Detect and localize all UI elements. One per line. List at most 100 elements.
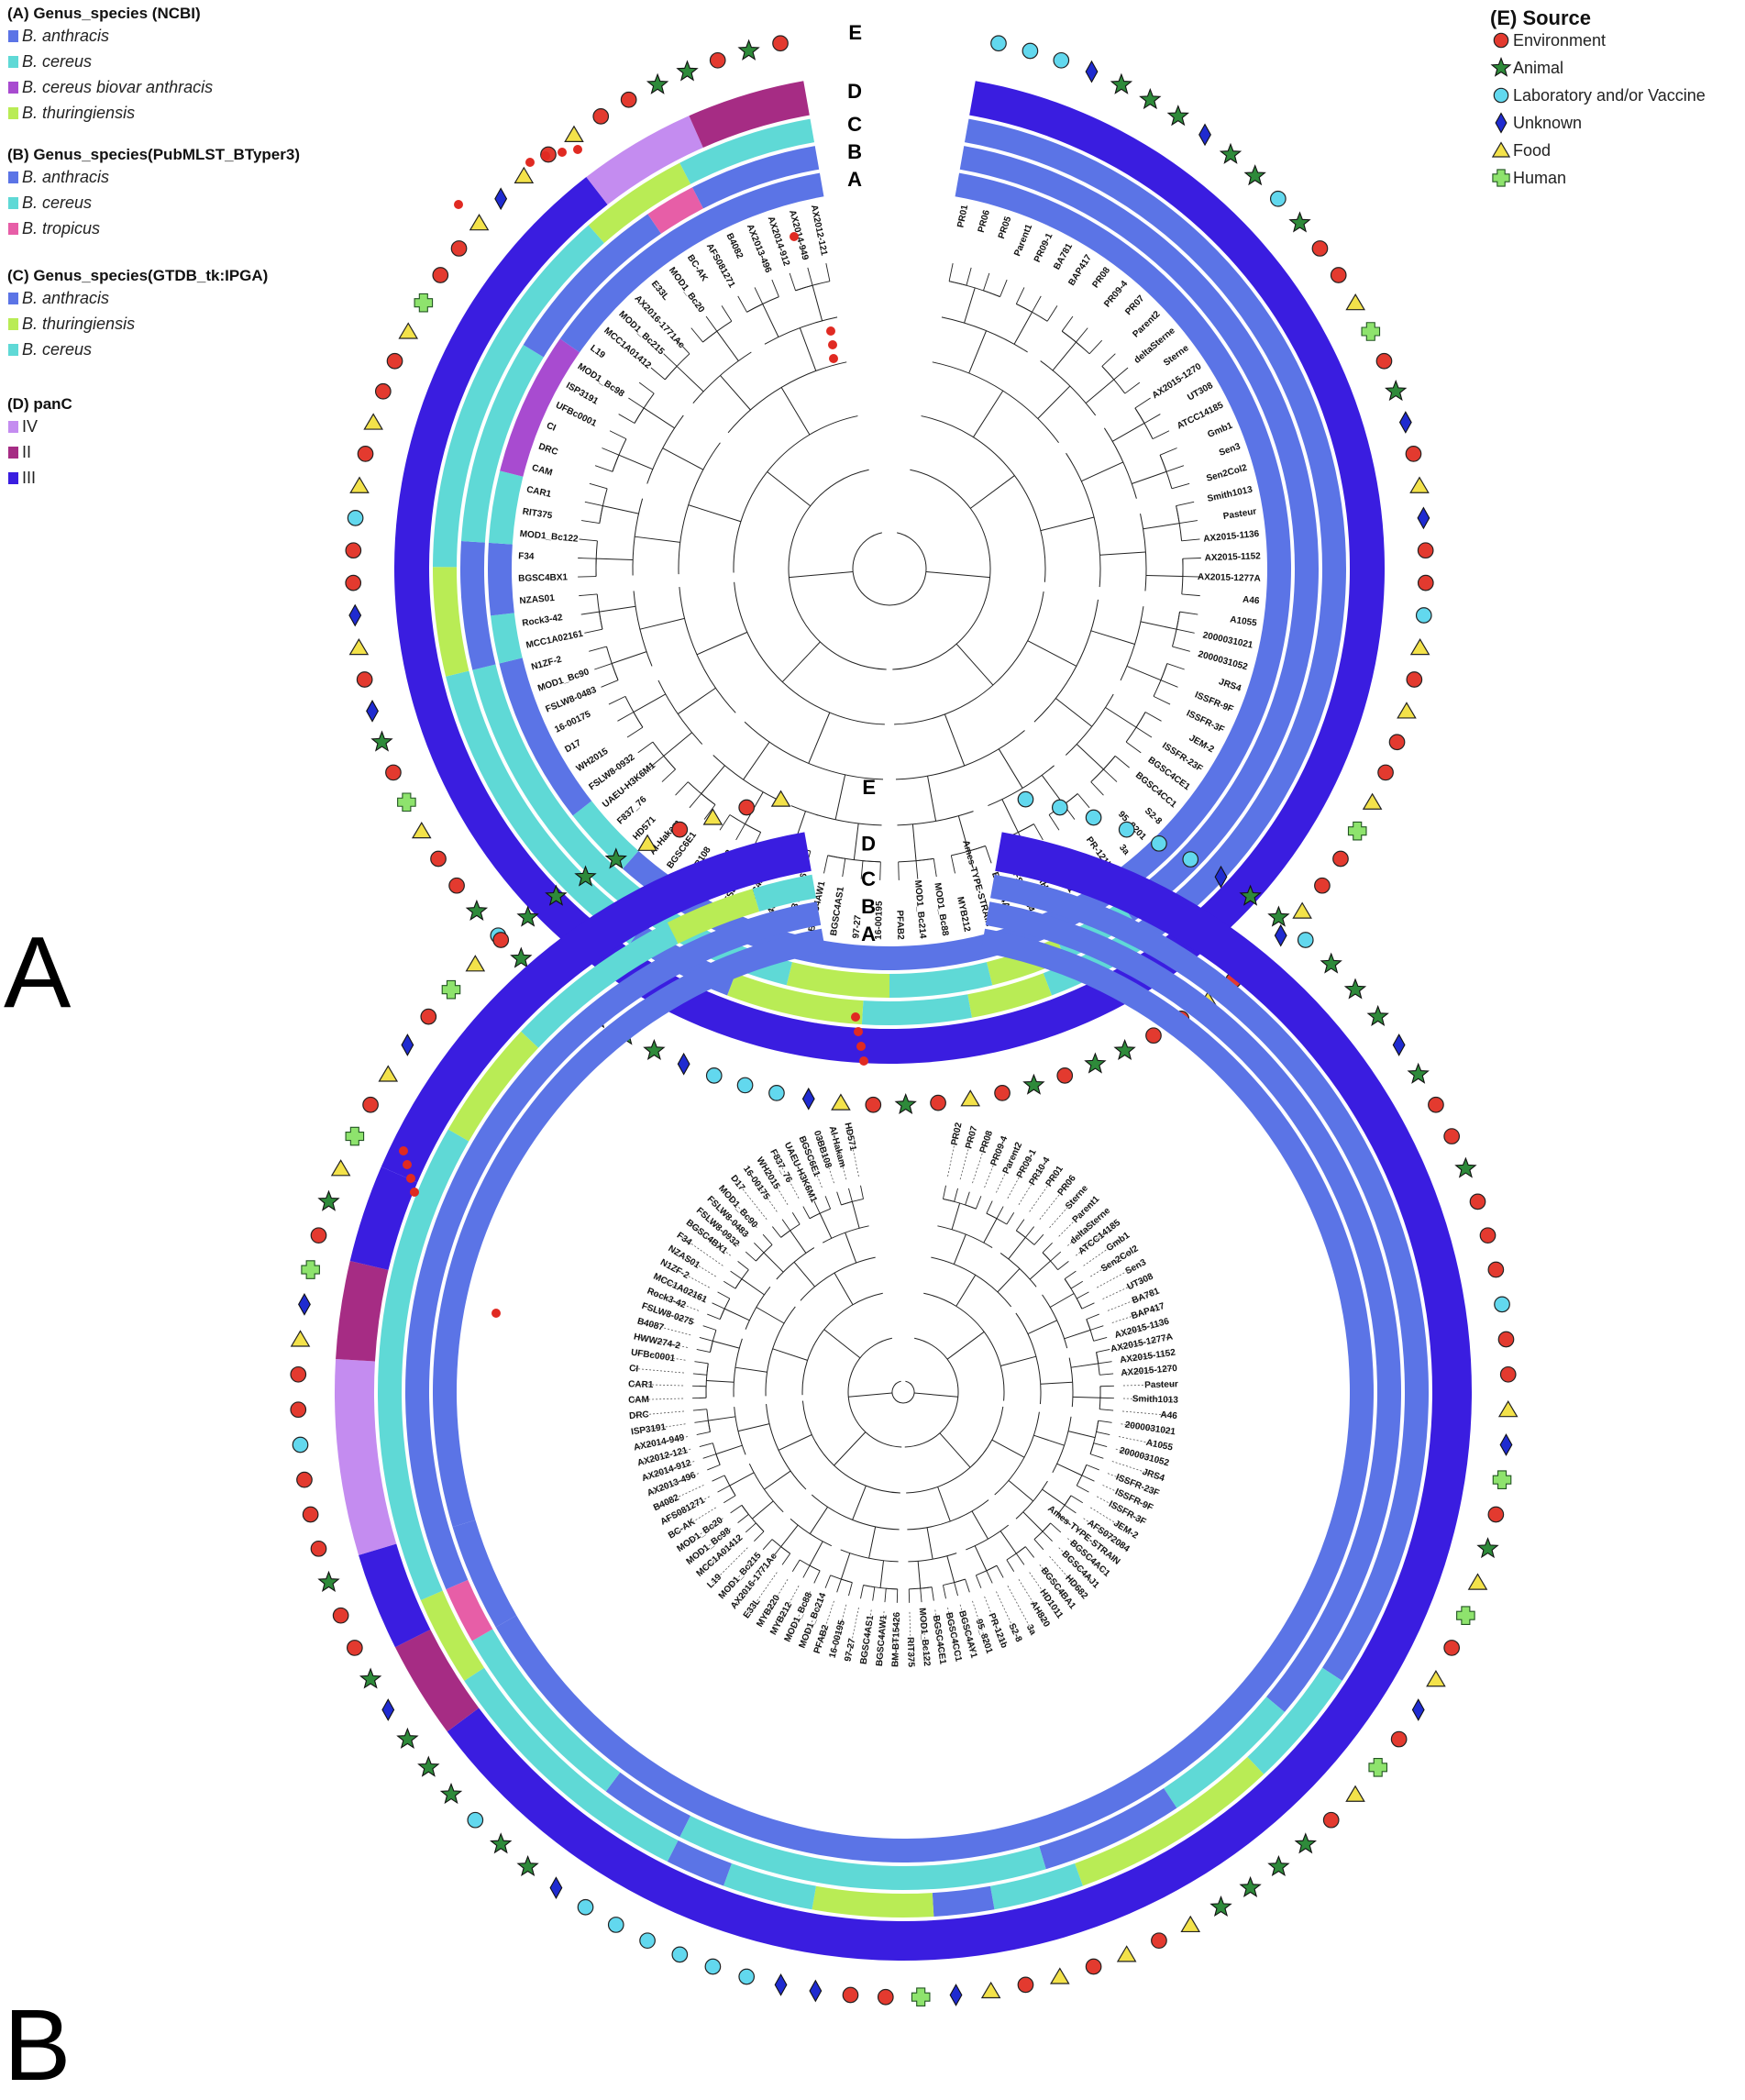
ring-b-segment [605, 1772, 690, 1838]
legend-swatch [8, 293, 18, 304]
leaf-label: 2000031021 [1124, 1420, 1176, 1438]
source-circle-icon [1497, 1331, 1515, 1348]
leaf-label: PR05 [997, 215, 1014, 240]
source-star-icon [1288, 211, 1311, 233]
source-circle-icon [1056, 1067, 1074, 1084]
leaf-label: Rock3-42 [522, 613, 564, 629]
source-circle-icon [420, 1008, 437, 1025]
ring-c-segment [932, 1885, 995, 1918]
ring-label-e: E [862, 776, 876, 799]
leaf-connector [1039, 1178, 1072, 1220]
leaf-connector [640, 1448, 691, 1463]
leaf-connector [1102, 1277, 1150, 1299]
legend-title-panc: (D) panC [7, 395, 72, 413]
leaf-label: PR01 [955, 204, 970, 228]
leaf-connector [760, 1579, 789, 1624]
legend-circle-icon [1493, 87, 1509, 104]
highlight-dot [406, 1174, 415, 1183]
leaf-connector [847, 1607, 859, 1658]
source-circle-icon [357, 446, 374, 462]
legend-title-ncbi: (A) Genus_species (NCBI) [7, 5, 201, 22]
leaf-connector [640, 1321, 691, 1336]
source-diamond-icon [298, 1292, 311, 1316]
leaf-label: F34 [675, 1231, 694, 1248]
source-diamond-icon [1392, 1033, 1406, 1056]
source-star-icon [574, 865, 597, 887]
legend-swatch [8, 107, 18, 119]
leaf-connector [1083, 1235, 1126, 1266]
source-circle-icon [345, 574, 362, 591]
leaf-label: CI [545, 421, 558, 434]
leaf-label: CAR1 [628, 1379, 654, 1390]
source-star-icon [370, 730, 393, 752]
source-circle-icon [1053, 51, 1070, 69]
source-triangle-icon [770, 790, 791, 807]
source-triangle-icon [1180, 1915, 1201, 1933]
leaf-label: MYB212 [955, 896, 972, 934]
legend-item-label: B. cereus biovar anthracis [22, 78, 213, 96]
source-star-icon [396, 1727, 419, 1749]
ring-c-segment [967, 973, 1052, 1018]
source-circle-icon [709, 51, 726, 69]
leaf-label: PR08 [978, 1129, 995, 1155]
source-star-icon [1366, 1004, 1389, 1026]
leaf-label: E33L [649, 279, 671, 302]
leaf-connector [863, 1609, 872, 1661]
leaf-label: BGSC4AW1 [875, 1614, 889, 1666]
source-star-icon [1139, 87, 1162, 110]
leaf-label: CAR1 [525, 485, 552, 501]
leaf-connector [1122, 1398, 1175, 1401]
ring-c-segment [447, 1031, 539, 1142]
leaf-label: HD571 [631, 814, 658, 842]
leaf-label: JRS4 [1141, 1467, 1166, 1484]
source-star-icon [1110, 72, 1133, 94]
leaf-label: RIT375 [522, 507, 554, 522]
legend-item-label: II [22, 443, 31, 461]
source-star-icon [1476, 1537, 1499, 1559]
leaf-connector [947, 1607, 959, 1658]
leaf-label: 16-00175 [553, 709, 592, 735]
source-human-icon [1361, 322, 1381, 341]
leaf-connector [657, 1277, 704, 1299]
leaf-connector [1122, 1383, 1175, 1387]
source-triangle-icon [1409, 637, 1430, 656]
ring-b-segment [1164, 1697, 1285, 1808]
source-triangle-icon [1050, 1967, 1070, 1984]
ring-c-segment [679, 118, 815, 184]
source-circle-icon [310, 1227, 327, 1244]
source-star-icon [465, 899, 489, 921]
leaf-connector [633, 1367, 684, 1374]
leaf-label: Parent1 [1012, 223, 1034, 259]
leaf-label: PR09-4 [1102, 279, 1130, 309]
leaf-connector [934, 1609, 944, 1661]
legend-item-label: B. anthracis [22, 168, 109, 186]
ring-d-segment [359, 1543, 431, 1648]
ring-label-c: C [861, 868, 876, 890]
source-diamond-icon [1499, 1433, 1513, 1456]
highlight-dot [558, 148, 567, 157]
leaf-label: N1ZF-2 [530, 655, 563, 673]
leaf-label: L19 [705, 1572, 723, 1590]
leaf-label: ISSFR-9F [1193, 690, 1234, 714]
source-circle-icon [1406, 671, 1423, 688]
source-diamond-icon [494, 187, 508, 211]
leaf-label: A1055 [1145, 1438, 1175, 1453]
legend-triangle-icon [1491, 141, 1511, 158]
source-circle-icon [1017, 790, 1034, 808]
leaf-connector [878, 1611, 885, 1663]
leaf-connector [760, 1160, 789, 1205]
leaf-connector [657, 1485, 704, 1508]
leaf-label: DRC [537, 442, 559, 459]
leaf-label: CI [629, 1364, 639, 1375]
source-circle-icon [296, 1471, 313, 1488]
ring-b-segment [405, 901, 822, 1590]
leaf-label: BC-AK [685, 253, 710, 284]
ring-d-segment [586, 116, 703, 205]
source-triangle-icon [290, 1330, 311, 1347]
source-circle-icon [492, 932, 510, 948]
ring-c-segment [1075, 1756, 1265, 1886]
source-triangle-icon [514, 166, 535, 183]
source-circle-icon [346, 1640, 363, 1656]
source-circle-icon [448, 877, 465, 894]
leaf-connector [847, 1126, 859, 1177]
